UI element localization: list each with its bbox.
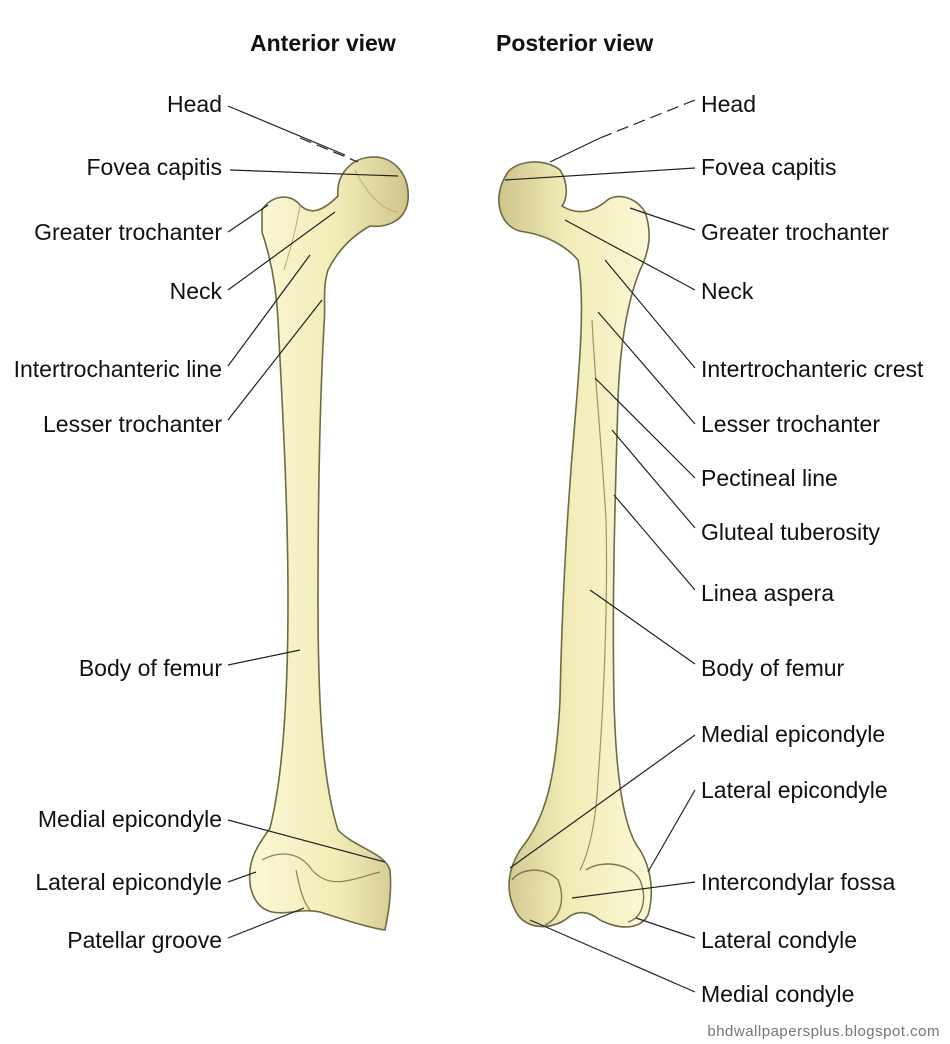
label-post-fovea-capitis: Fovea capitis [701,153,837,181]
posterior-femur-shaft [499,162,651,927]
label-post-head: Head [701,90,756,118]
posterior-femur [499,162,651,927]
anterior-femur-shaft [250,157,409,930]
label-ant-lateral-epicondyle: Lateral epicondyle [35,868,222,896]
label-ant-head: Head [167,90,222,118]
leader-post-lateral-epicondyle [648,790,695,872]
label-ant-lesser-trochanter: Lesser trochanter [43,410,222,438]
leader-ant-head-dash [300,138,358,162]
label-post-intercondylar-fossa: Intercondylar fossa [701,868,895,896]
label-post-lateral-epicondyle: Lateral epicondyle [701,776,888,804]
label-post-lesser-trochanter: Lesser trochanter [701,410,880,438]
leader-post-linea-aspera [614,495,695,590]
label-post-neck: Neck [701,277,753,305]
label-post-gluteal-tuberosity: Gluteal tuberosity [701,518,880,546]
watermark-text: bhdwallpapersplus.blogspot.com [707,1023,940,1040]
label-ant-body-of-femur: Body of femur [79,654,222,682]
label-ant-patellar-groove: Patellar groove [67,926,222,954]
label-post-intertrochanteric-crest: Intertrochanteric crest [701,355,923,383]
leader-post-gluteal-tuberosity [612,430,695,528]
label-ant-neck: Neck [170,277,222,305]
leader-post-medial-condyle [530,920,695,992]
label-post-linea-aspera: Linea aspera [701,579,834,607]
anterior-view-title: Anterior view [250,30,396,57]
label-post-greater-trochanter: Greater trochanter [701,218,889,246]
label-ant-intertrochanteric-line: Intertrochanteric line [14,355,222,383]
leader-post-lateral-condyle [636,918,695,938]
label-ant-fovea-capitis: Fovea capitis [86,153,222,181]
posterior-view-title: Posterior view [496,30,653,57]
leader-ant-head [228,106,345,155]
anterior-femur [250,157,409,930]
label-post-pectineal-line: Pectineal line [701,464,838,492]
leader-post-head [550,138,600,162]
label-post-lateral-condyle: Lateral condyle [701,926,857,954]
label-post-medial-condyle: Medial condyle [701,980,854,1008]
label-post-medial-epicondyle: Medial epicondyle [701,720,885,748]
leader-post-head-dash [600,100,695,138]
label-ant-medial-epicondyle: Medial epicondyle [38,805,222,833]
leader-ant-patellar-groove [228,908,304,938]
label-ant-greater-trochanter: Greater trochanter [34,218,222,246]
label-post-body-of-femur: Body of femur [701,654,844,682]
